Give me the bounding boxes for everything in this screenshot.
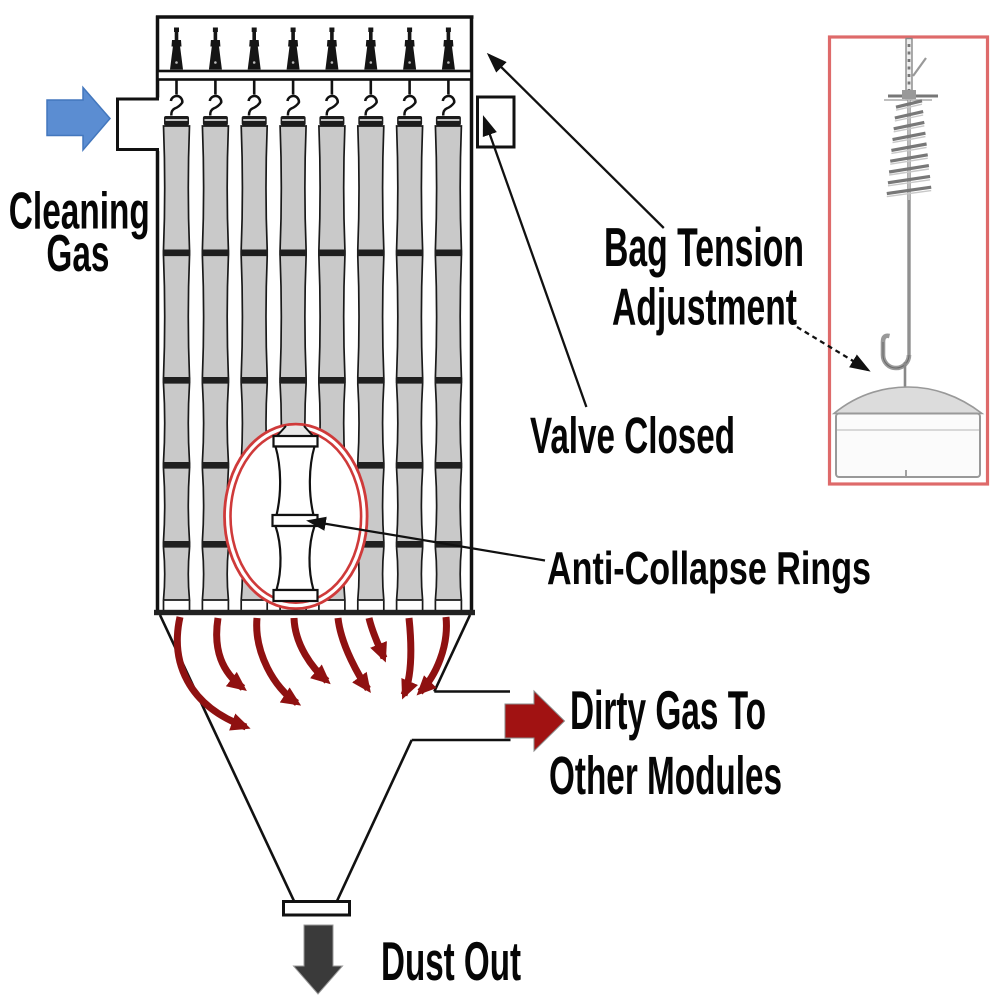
- svg-text:Gas: Gas: [46, 225, 109, 283]
- svg-text:Cleaning: Cleaning: [9, 183, 150, 241]
- svg-text:Anti-Collapse Rings: Anti-Collapse Rings: [547, 542, 871, 594]
- svg-text:Dust Out: Dust Out: [381, 930, 521, 992]
- svg-text:Adjustment: Adjustment: [612, 279, 797, 337]
- svg-text:Bag Tension: Bag Tension: [604, 216, 804, 278]
- svg-text:Dirty Gas To: Dirty Gas To: [570, 679, 766, 741]
- svg-text:Other Modules: Other Modules: [549, 746, 782, 806]
- svg-text:Valve Closed: Valve Closed: [530, 407, 735, 464]
